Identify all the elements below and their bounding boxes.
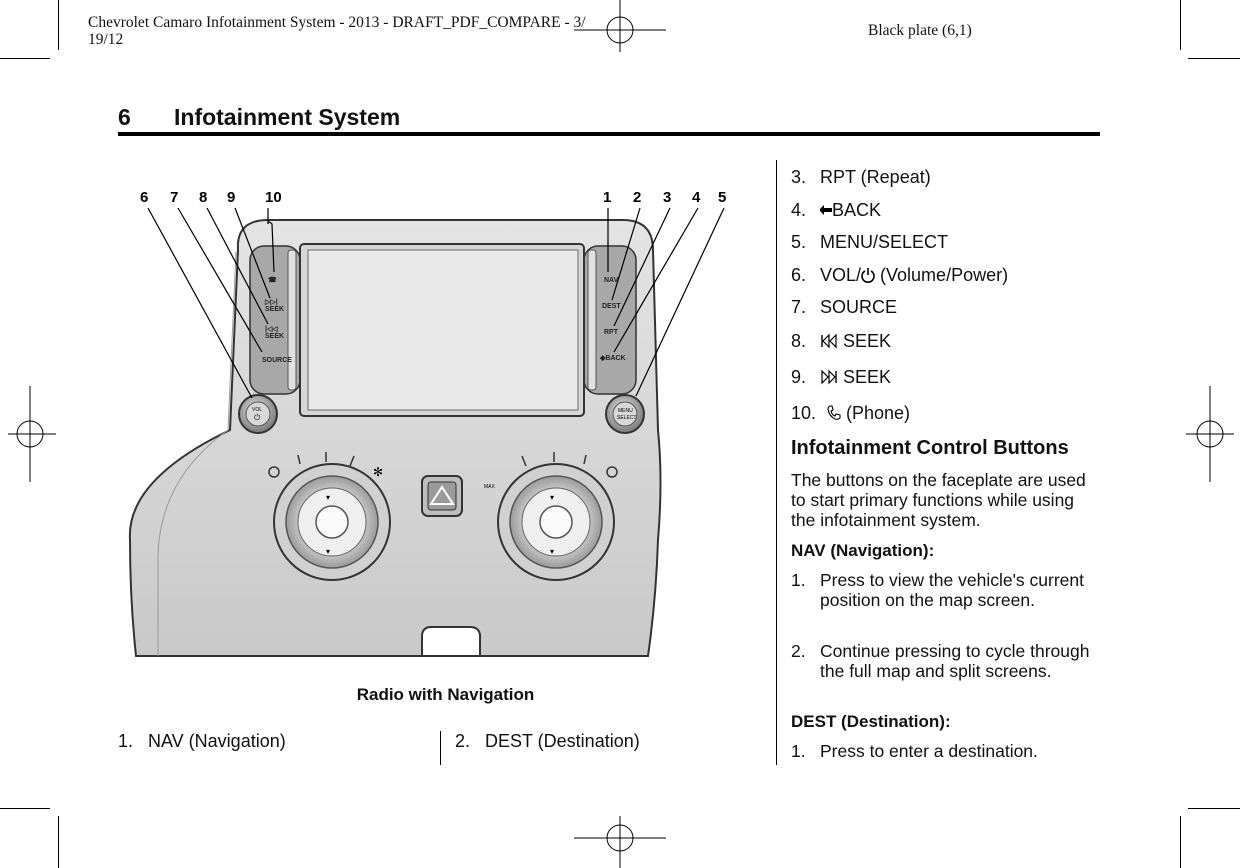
step-text: Continue pressing to cycle through the f…	[820, 641, 1090, 681]
power-icon	[861, 267, 875, 288]
radio-faceplate-illustration: ☎ ▷▷| SEEK |◁◁ SEEK SOURCE NAV DEST RPT …	[128, 189, 726, 657]
list-item-number: 7.	[791, 297, 807, 317]
dest-button-label: DEST	[602, 303, 621, 310]
seek-back-icon	[820, 333, 838, 354]
list-item-source: 7. SOURCE	[791, 297, 897, 318]
callout-3: 3	[663, 189, 671, 206]
seek-back-text: SEEK	[265, 333, 284, 340]
list-item-number: 5.	[791, 232, 807, 252]
left-climate-knob: ▾▾	[273, 463, 391, 581]
phone-button-glyph: ☎	[268, 276, 277, 284]
header-line-1: Chevrolet Camaro Infotainment System - 2…	[88, 14, 586, 31]
list-item-text-after: (Volume/Power)	[875, 265, 1009, 285]
list-item-back: 4. BACK	[791, 200, 881, 223]
subcolumn-divider	[440, 731, 441, 765]
source-button-label: SOURCE	[262, 357, 292, 364]
list-item-number: 2.	[455, 731, 471, 751]
phone-icon	[827, 405, 841, 426]
select-knob-label: SELECT	[617, 415, 636, 421]
seek-forward-text: SEEK	[265, 306, 284, 313]
list-item-text: SEEK	[838, 367, 892, 387]
callout-9: 9	[227, 189, 235, 206]
rpt-button-label: RPT	[604, 329, 619, 336]
control-buttons-heading: Infotainment Control Buttons	[791, 437, 1069, 459]
nav-step-2: 2. Continue pressing to cycle through the…	[791, 641, 1091, 681]
section-title-text: Infotainment System	[174, 104, 401, 130]
back-button-label: ◆BACK	[599, 355, 626, 362]
list-item-number: 8.	[791, 331, 807, 351]
running-header-right: Black plate (6,1)	[868, 22, 972, 39]
list-item-seek-forward: 9. SEEK	[791, 367, 891, 390]
figure-caption: Radio with Navigation	[356, 685, 535, 704]
list-item-number: 3.	[791, 167, 807, 187]
list-item-rpt: 3. RPT (Repeat)	[791, 167, 931, 188]
running-header-left: Chevrolet Camaro Infotainment System - 2…	[88, 14, 648, 48]
bottom-notch	[421, 626, 481, 657]
title-rule	[118, 132, 1100, 136]
callout-7: 7	[170, 189, 178, 206]
callout-leader-lines	[147, 207, 725, 399]
nav-subheading: NAV (Navigation):	[791, 541, 935, 560]
svg-text:▾: ▾	[550, 493, 554, 502]
dest-step-1: 1. Press to enter a destination.	[791, 741, 1091, 761]
seek-back-button-label: |◁◁	[265, 326, 278, 333]
callout-5: 5	[718, 189, 726, 206]
control-buttons-intro: The buttons on the faceplate are used to…	[791, 470, 1086, 530]
step-number: 1.	[791, 741, 806, 761]
power-glyph: ⏻	[254, 413, 261, 422]
step-text: Press to view the vehicle's current posi…	[820, 570, 1085, 610]
display-screen	[307, 249, 579, 411]
svg-text:▾: ▾	[326, 493, 330, 502]
list-item-text: DEST (Destination)	[485, 731, 640, 751]
section-title: 6 Infotainment System	[118, 104, 400, 131]
right-climate-knob: ▾▾	[497, 463, 615, 581]
header-line-2: 19/12	[88, 31, 124, 48]
list-item-phone: 10. (Phone)	[791, 403, 910, 426]
section-number: 6	[118, 104, 131, 130]
fan-icon: ✻	[373, 465, 383, 479]
list-item-text: SEEK	[838, 331, 892, 351]
callout-1: 1	[603, 189, 611, 206]
list-item-nav: 1. NAV (Navigation)	[118, 730, 286, 752]
column-divider	[776, 160, 777, 765]
back-arrow-icon	[819, 202, 833, 223]
callout-4: 4	[692, 189, 701, 206]
list-item-text: (Phone)	[841, 403, 911, 423]
list-item-number: 6.	[791, 265, 807, 285]
list-item-text: BACK	[832, 200, 882, 220]
callout-8: 8	[199, 189, 207, 206]
callout-10: 10	[265, 189, 282, 206]
nav-button-label: NAV	[604, 277, 619, 284]
list-item-seek-back: 8. SEEK	[791, 331, 891, 354]
seek-forward-button-label: ▷▷|	[264, 299, 278, 306]
list-item-number: 1.	[118, 731, 134, 751]
list-item-dest: 2. DEST (Destination)	[455, 730, 640, 752]
nav-step-1: 1. Press to view the vehicle's current po…	[791, 570, 1091, 610]
list-item-number: 10.	[791, 403, 817, 423]
step-text: Press to enter a destination.	[820, 741, 1038, 761]
list-item-menu-select: 5. MENU/SELECT	[791, 232, 948, 253]
svg-text:▾: ▾	[326, 547, 330, 556]
step-number: 1.	[791, 570, 806, 590]
list-item-number: 4.	[791, 200, 807, 220]
list-item-text: RPT (Repeat)	[820, 167, 931, 187]
list-item-number: 9.	[791, 367, 807, 387]
back-text: BACK	[605, 355, 625, 362]
seek-forward-icon	[820, 369, 838, 390]
svg-text:▾: ▾	[550, 547, 554, 556]
callout-2: 2	[633, 189, 641, 206]
menu-knob-label: MENU	[618, 408, 633, 414]
list-item-text: VOL/	[820, 265, 862, 285]
vol-knob-label: VOL	[252, 407, 262, 413]
list-item-text: SOURCE	[820, 297, 898, 317]
list-item-vol-power: 6. VOL/ (Volume/Power)	[791, 265, 1008, 288]
step-number: 2.	[791, 641, 806, 661]
max-label: MAX	[484, 484, 496, 490]
callout-6: 6	[140, 189, 148, 206]
list-item-text: MENU/SELECT	[820, 232, 949, 252]
dest-subheading: DEST (Destination):	[791, 712, 951, 731]
list-item-text: NAV (Navigation)	[148, 731, 286, 751]
